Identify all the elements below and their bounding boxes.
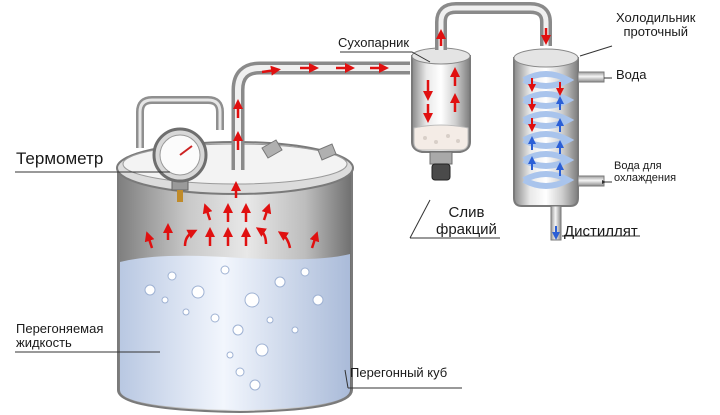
steamer (411, 47, 471, 181)
label-steamer: Сухопарник (338, 35, 410, 50)
label-fraction-drain-line2: фракций (436, 220, 497, 238)
label-liquid-line1: Перегоняемая (16, 321, 104, 336)
thermometer (152, 127, 208, 202)
label-fraction-drain-line1: Слив (448, 204, 485, 221)
vapor-arrows-still (144, 181, 320, 249)
label-thermometer: Термометр (16, 149, 104, 168)
label-cooling-water-line2: охлаждения (614, 172, 677, 185)
label-liquid: Перегоняемая жидкость (16, 321, 104, 351)
label-water: Вода (616, 67, 647, 82)
label-condenser: Холодильник проточный (616, 10, 696, 40)
label-cooling-water-line1: Вода для (614, 160, 662, 172)
bubbles (144, 265, 324, 391)
label-cooling-water: Вода для охлаждения (614, 160, 676, 184)
vapor-pipe (231, 61, 410, 170)
leader-lines (15, 45, 640, 389)
label-liquid-line2: жидкость (16, 335, 72, 351)
condenser (513, 48, 605, 241)
label-still: Перегонный куб (350, 365, 448, 380)
label-condenser-line1: Холодильник (616, 10, 696, 25)
label-distillate: Дистиллят (564, 223, 638, 240)
cooling-coil (522, 71, 575, 189)
transfer-pipe (435, 1, 552, 50)
label-fraction-drain: Слив фракций (436, 204, 497, 238)
label-condenser-line2: проточный (623, 24, 688, 40)
